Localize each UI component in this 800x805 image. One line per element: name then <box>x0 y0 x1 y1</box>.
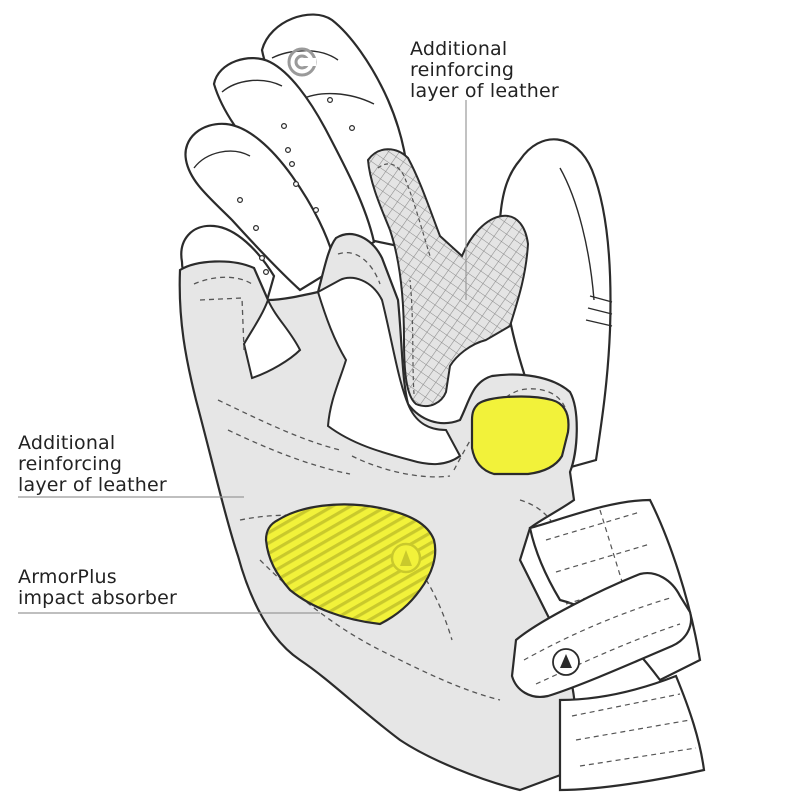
callout-reinforcing-layer-middle: Additional reinforcing layer of leather <box>18 433 167 496</box>
callout-line: layer of leather <box>410 80 559 102</box>
callout-line: impact absorber <box>18 587 178 609</box>
callout-armorplus-absorber: ArmorPlus impact absorber <box>18 567 177 609</box>
mesh-reinforcement-layer <box>366 148 530 408</box>
armor-logo-icon <box>390 542 422 574</box>
finger-ring <box>184 122 338 292</box>
armor-pad-palm <box>264 503 437 626</box>
callout-line: layer of leather <box>18 474 167 496</box>
callout-line: reinforcing <box>18 453 123 475</box>
strap-logo-icon <box>552 648 580 676</box>
callout-line: Additional <box>18 432 116 454</box>
armor-pad-thumb <box>470 395 570 476</box>
callout-line: Additional <box>410 38 508 60</box>
callout-reinforcing-layer-top: Additional reinforcing layer of leather <box>410 39 559 102</box>
leader-lines <box>18 100 467 614</box>
brand-logo-icon <box>287 47 317 77</box>
perforation-dots <box>237 96 356 316</box>
callout-line: reinforcing <box>410 59 515 81</box>
callout-line: ArmorPlus <box>18 566 117 588</box>
